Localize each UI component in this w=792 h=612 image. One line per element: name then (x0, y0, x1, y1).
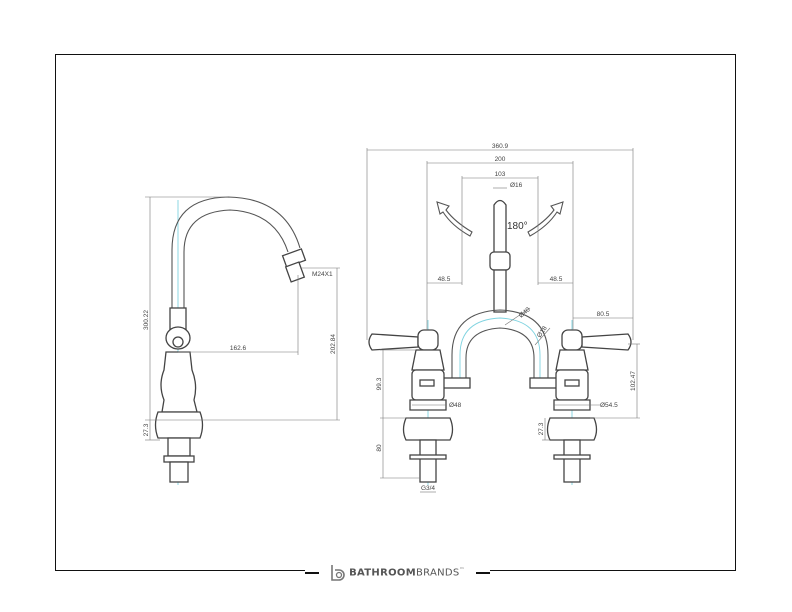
dim-base-dia: Ø54.5 (600, 402, 618, 409)
left-valve (368, 329, 454, 483)
rotation-label: 180° (507, 221, 528, 232)
baluster-body (160, 351, 198, 413)
side-view: 300.22 162.6 202.84 27.3 M24X1 (143, 196, 340, 485)
bridge-joint-right (529, 377, 559, 389)
dim-103: 103 (495, 171, 506, 178)
dim-99-3: 99.3 (376, 377, 383, 390)
dim-m24x1: M24X1 (312, 271, 333, 278)
spout (493, 199, 507, 256)
shank (169, 461, 189, 483)
rotate-left-arrow-icon (436, 201, 473, 237)
dim-200: 200 (495, 156, 506, 163)
joint-cap (172, 336, 184, 348)
spout-outer (171, 196, 301, 330)
spout-inner (183, 209, 289, 330)
dim-80: 80 (376, 444, 383, 452)
brand-logo: BATHROOMBRANDS™ (305, 562, 490, 584)
shank-nut (167, 437, 191, 457)
front-view: 360.9 200 103 Ø16 180° 48.5 48.5 80.5 Ø4… (366, 143, 640, 493)
dim-360-9: 360.9 (492, 143, 509, 150)
base-flange (154, 411, 204, 439)
dim-80-5: 80.5 (597, 311, 610, 318)
dim-300-22: 300.22 (143, 310, 150, 330)
bridge-inner (465, 327, 535, 378)
dim-spout-dia: Ø16 (510, 182, 523, 189)
spout-neck (493, 269, 507, 313)
dim-g3-4: G3/4 (421, 485, 435, 492)
washer (163, 455, 195, 463)
bridge-outer (451, 309, 549, 382)
dim-body-dia: Ø48 (449, 402, 462, 409)
dim-pipe-dia: Ø18 (536, 325, 549, 339)
dim-102-47: 102.47 (630, 371, 637, 391)
dim-48-5-right: 48.5 (550, 276, 563, 283)
dim-48-5-left: 48.5 (438, 276, 451, 283)
lever-handle[interactable] (368, 333, 419, 351)
b-logo-icon (331, 565, 345, 581)
brand-name: BATHROOMBRANDS™ (349, 567, 465, 579)
rotate-right-arrow-icon (527, 201, 564, 237)
bridge-joint-left (441, 377, 471, 389)
lever-handle[interactable] (581, 333, 632, 351)
spout-collar (489, 251, 511, 271)
dim-162-6: 162.6 (230, 345, 247, 352)
dim-27-3: 27.3 (143, 423, 150, 436)
dim-27-3-front: 27.3 (538, 422, 545, 435)
right-valve (546, 329, 632, 483)
dim-202-84: 202.84 (330, 334, 337, 354)
